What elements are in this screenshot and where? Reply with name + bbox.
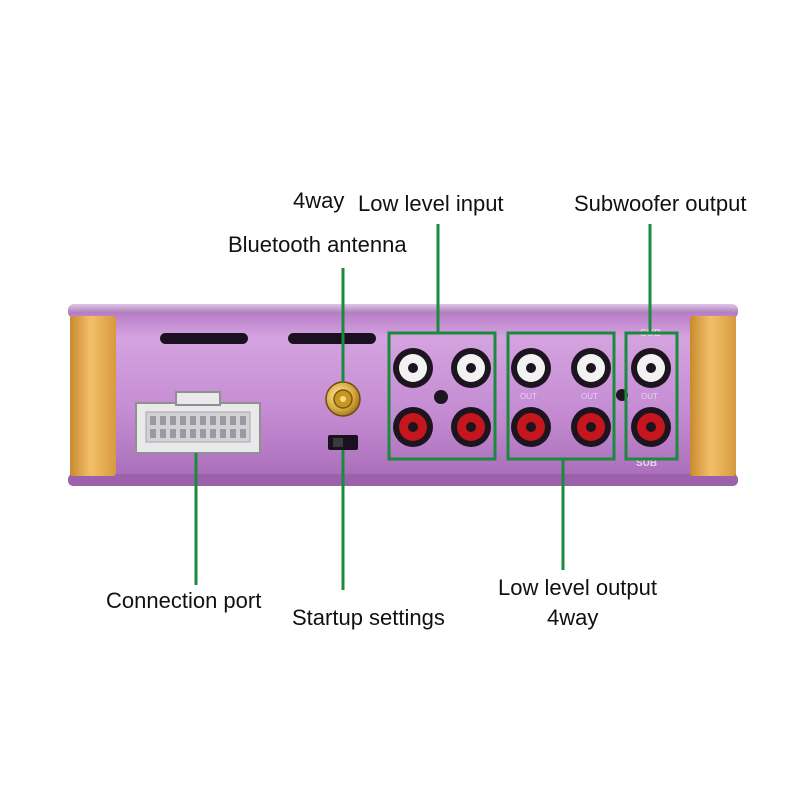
label-bluetooth-antenna: Bluetooth antenna xyxy=(228,232,407,257)
right-endcap xyxy=(690,316,736,476)
low-level-input-box xyxy=(387,331,497,461)
label-low-level-input: Low level input xyxy=(358,191,504,216)
label-startup-settings: Startup settings xyxy=(292,605,445,630)
label-low-level-input-prefix: 4way xyxy=(293,188,345,213)
rca-jack-icon xyxy=(393,348,433,388)
connection-port xyxy=(135,391,261,454)
rca-jack-icon xyxy=(571,348,611,388)
rca-jack-icon xyxy=(451,407,491,447)
rca-jack-icon xyxy=(631,348,671,388)
left-endcap xyxy=(70,316,116,476)
low-level-output-box xyxy=(506,331,616,461)
vent-slot-right xyxy=(288,333,376,344)
panel-print-out: OUT xyxy=(641,392,658,401)
rca-jack-icon xyxy=(631,407,671,447)
panel-print-out: OUT xyxy=(520,392,537,401)
rca-jack-icon xyxy=(511,407,551,447)
screw-icon xyxy=(434,390,448,404)
label-subwoofer-output: Subwoofer output xyxy=(574,191,747,216)
rca-jack-icon xyxy=(393,407,433,447)
panel-print-out: OUT xyxy=(581,392,598,401)
rca-jack-icon xyxy=(511,348,551,388)
vent-slot-left xyxy=(160,333,248,344)
panel-print-sub-bottom: SUB xyxy=(636,458,657,469)
rca-jack-icon xyxy=(571,407,611,447)
label-low-level-output-suffix: 4way xyxy=(547,605,599,630)
startup-switch-icon xyxy=(328,435,358,450)
label-connection-port: Connection port xyxy=(106,588,262,613)
label-low-level-output: Low level output xyxy=(498,575,657,600)
rca-jack-icon xyxy=(451,348,491,388)
device-bottom-rim xyxy=(68,474,738,486)
bluetooth-antenna-connector-icon xyxy=(325,381,361,417)
